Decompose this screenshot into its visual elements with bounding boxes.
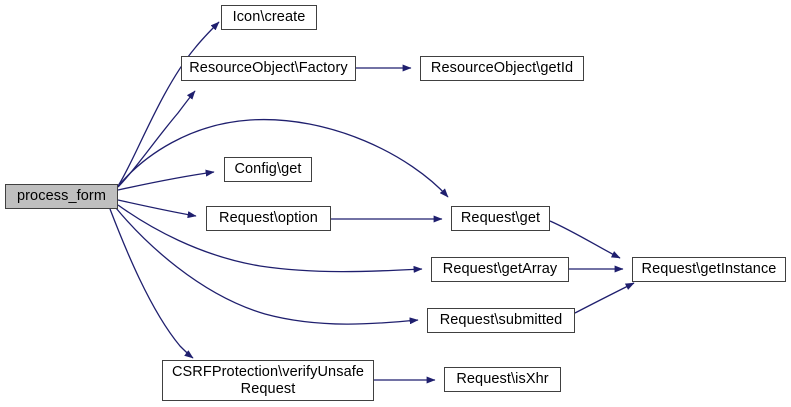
graph-node-label: Request\submitted [439,312,563,329]
graph-node-request-getarray[interactable]: Request\getArray [431,257,569,282]
graph-node-request-submitted[interactable]: Request\submitted [427,308,575,333]
graph-node-label: CSRFProtection\verifyUnsafe Request [171,363,365,397]
graph-node-request-getinstance[interactable]: Request\getInstance [632,257,786,282]
call-edge [117,90,196,188]
graph-node-config-get[interactable]: Config\get [224,157,312,182]
graph-node-label: ResourceObject\getId [430,60,574,77]
graph-node-label: process_form [16,188,107,205]
graph-node-ro-factory[interactable]: ResourceObject\Factory [181,56,356,81]
call-edge [117,21,220,187]
graph-node-label: Config\get [234,161,302,178]
graph-node-process-form[interactable]: process_form [5,184,118,209]
graph-node-label: Icon\create [232,9,306,26]
graph-node-label: Request\getInstance [641,261,777,278]
graph-node-label: Request\getArray [442,261,558,278]
call-edge [117,169,215,191]
graph-node-request-isxhr[interactable]: Request\isXhr [444,367,561,392]
graph-node-ro-getid[interactable]: ResourceObject\getId [420,56,584,81]
graph-node-request-get[interactable]: Request\get [451,206,550,231]
call-edge [549,220,621,259]
graph-node-label: Request\get [460,210,541,227]
graph-node-label: ResourceObject\Factory [189,60,348,77]
graph-node-label: Request\isXhr [456,371,549,388]
graph-node-label: Request\option [219,210,318,227]
graph-node-request-option[interactable]: Request\option [206,206,331,231]
call-edge [109,208,194,359]
call-edge [574,282,635,314]
graph-node-csrf-verify[interactable]: CSRFProtection\verifyUnsafe Request [162,360,374,401]
call-edge [117,199,197,219]
graph-node-icon-create[interactable]: Icon\create [221,5,317,30]
